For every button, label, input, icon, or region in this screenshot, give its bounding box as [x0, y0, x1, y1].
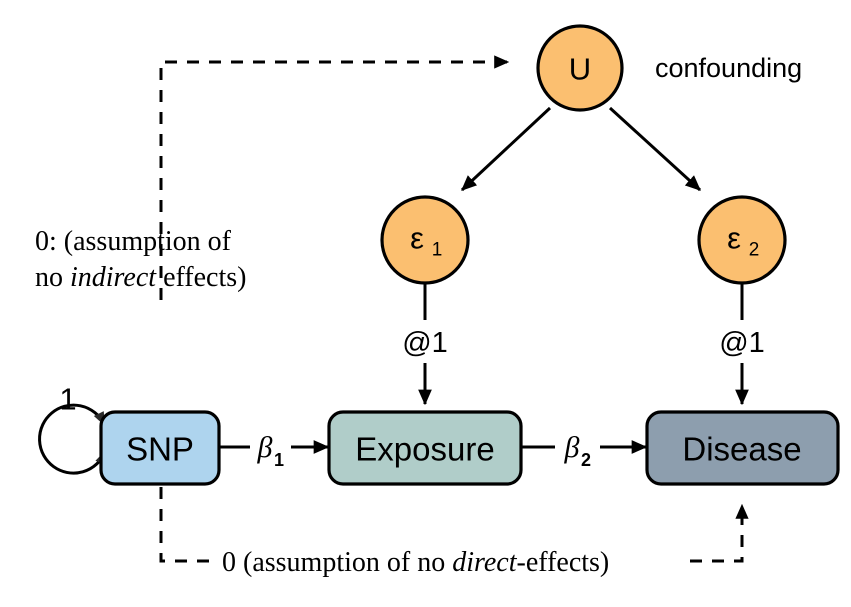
- direct-annotation-prefix: 0 (assumption of no: [222, 547, 452, 578]
- beta2-subscript: 2: [581, 450, 591, 470]
- node-snp[interactable]: SNP: [99, 410, 221, 486]
- snp-self-loop: 1: [38, 382, 107, 475]
- node-epsilon-2-circle[interactable]: [697, 195, 787, 285]
- node-u-label: U: [569, 52, 591, 87]
- beta2-symbol: β: [564, 431, 580, 464]
- indirect-annotation-italic: indirect: [70, 262, 157, 293]
- at-one-label-left: @1: [402, 327, 448, 359]
- node-disease-box[interactable]: [645, 410, 840, 486]
- node-snp-label: SNP: [126, 431, 194, 468]
- node-epsilon-2[interactable]: ε 2: [697, 195, 787, 285]
- indirect-annotation-prefix: no: [35, 262, 70, 293]
- indirect-effects-annotation: 0: (assumption of no indirect effects): [35, 226, 247, 293]
- node-epsilon-1[interactable]: ε 1: [380, 195, 470, 285]
- node-disease[interactable]: Disease: [645, 410, 840, 486]
- node-epsilon-1-circle[interactable]: [380, 195, 470, 285]
- direct-annotation-italic: direct: [452, 547, 517, 578]
- direct-annotation-suffix: -effects): [517, 547, 610, 578]
- node-exposure-label: Exposure: [355, 431, 494, 468]
- direct-effects-annotation: 0 (assumption of no direct-effects): [222, 547, 609, 578]
- edge-u-to-eps1: [460, 106, 552, 192]
- node-exposure-box[interactable]: [327, 410, 523, 486]
- indirect-annotation-line2: no indirect effects): [35, 262, 247, 293]
- self-loop-label: 1: [59, 382, 76, 417]
- confounding-annotation: confounding: [655, 53, 802, 83]
- beta1-symbol: β: [257, 431, 273, 464]
- indirect-effect-dashed-path: [159, 55, 510, 300]
- node-exposure[interactable]: Exposure: [327, 410, 523, 486]
- at-one-label-right: @1: [719, 327, 765, 359]
- indirect-annotation-line1: 0: (assumption of: [35, 226, 232, 257]
- node-u-circle[interactable]: [536, 24, 624, 112]
- edge-label-beta1: β 1: [257, 431, 284, 470]
- node-epsilon-1-subscript: 1: [432, 240, 443, 261]
- node-epsilon-2-subscript: 2: [749, 240, 760, 261]
- node-epsilon-1-label: ε: [410, 221, 424, 256]
- edge-u-to-eps2: [608, 106, 702, 192]
- direct-effect-dashed-path: [159, 487, 749, 563]
- beta1-subscript: 1: [274, 450, 284, 470]
- indirect-annotation-suffix: effects): [156, 262, 246, 293]
- node-epsilon-2-label: ε: [727, 221, 741, 256]
- edge-label-beta2: β 2: [564, 431, 591, 470]
- node-u[interactable]: U: [536, 24, 624, 112]
- node-disease-label: Disease: [682, 431, 801, 468]
- node-snp-box[interactable]: [99, 410, 221, 486]
